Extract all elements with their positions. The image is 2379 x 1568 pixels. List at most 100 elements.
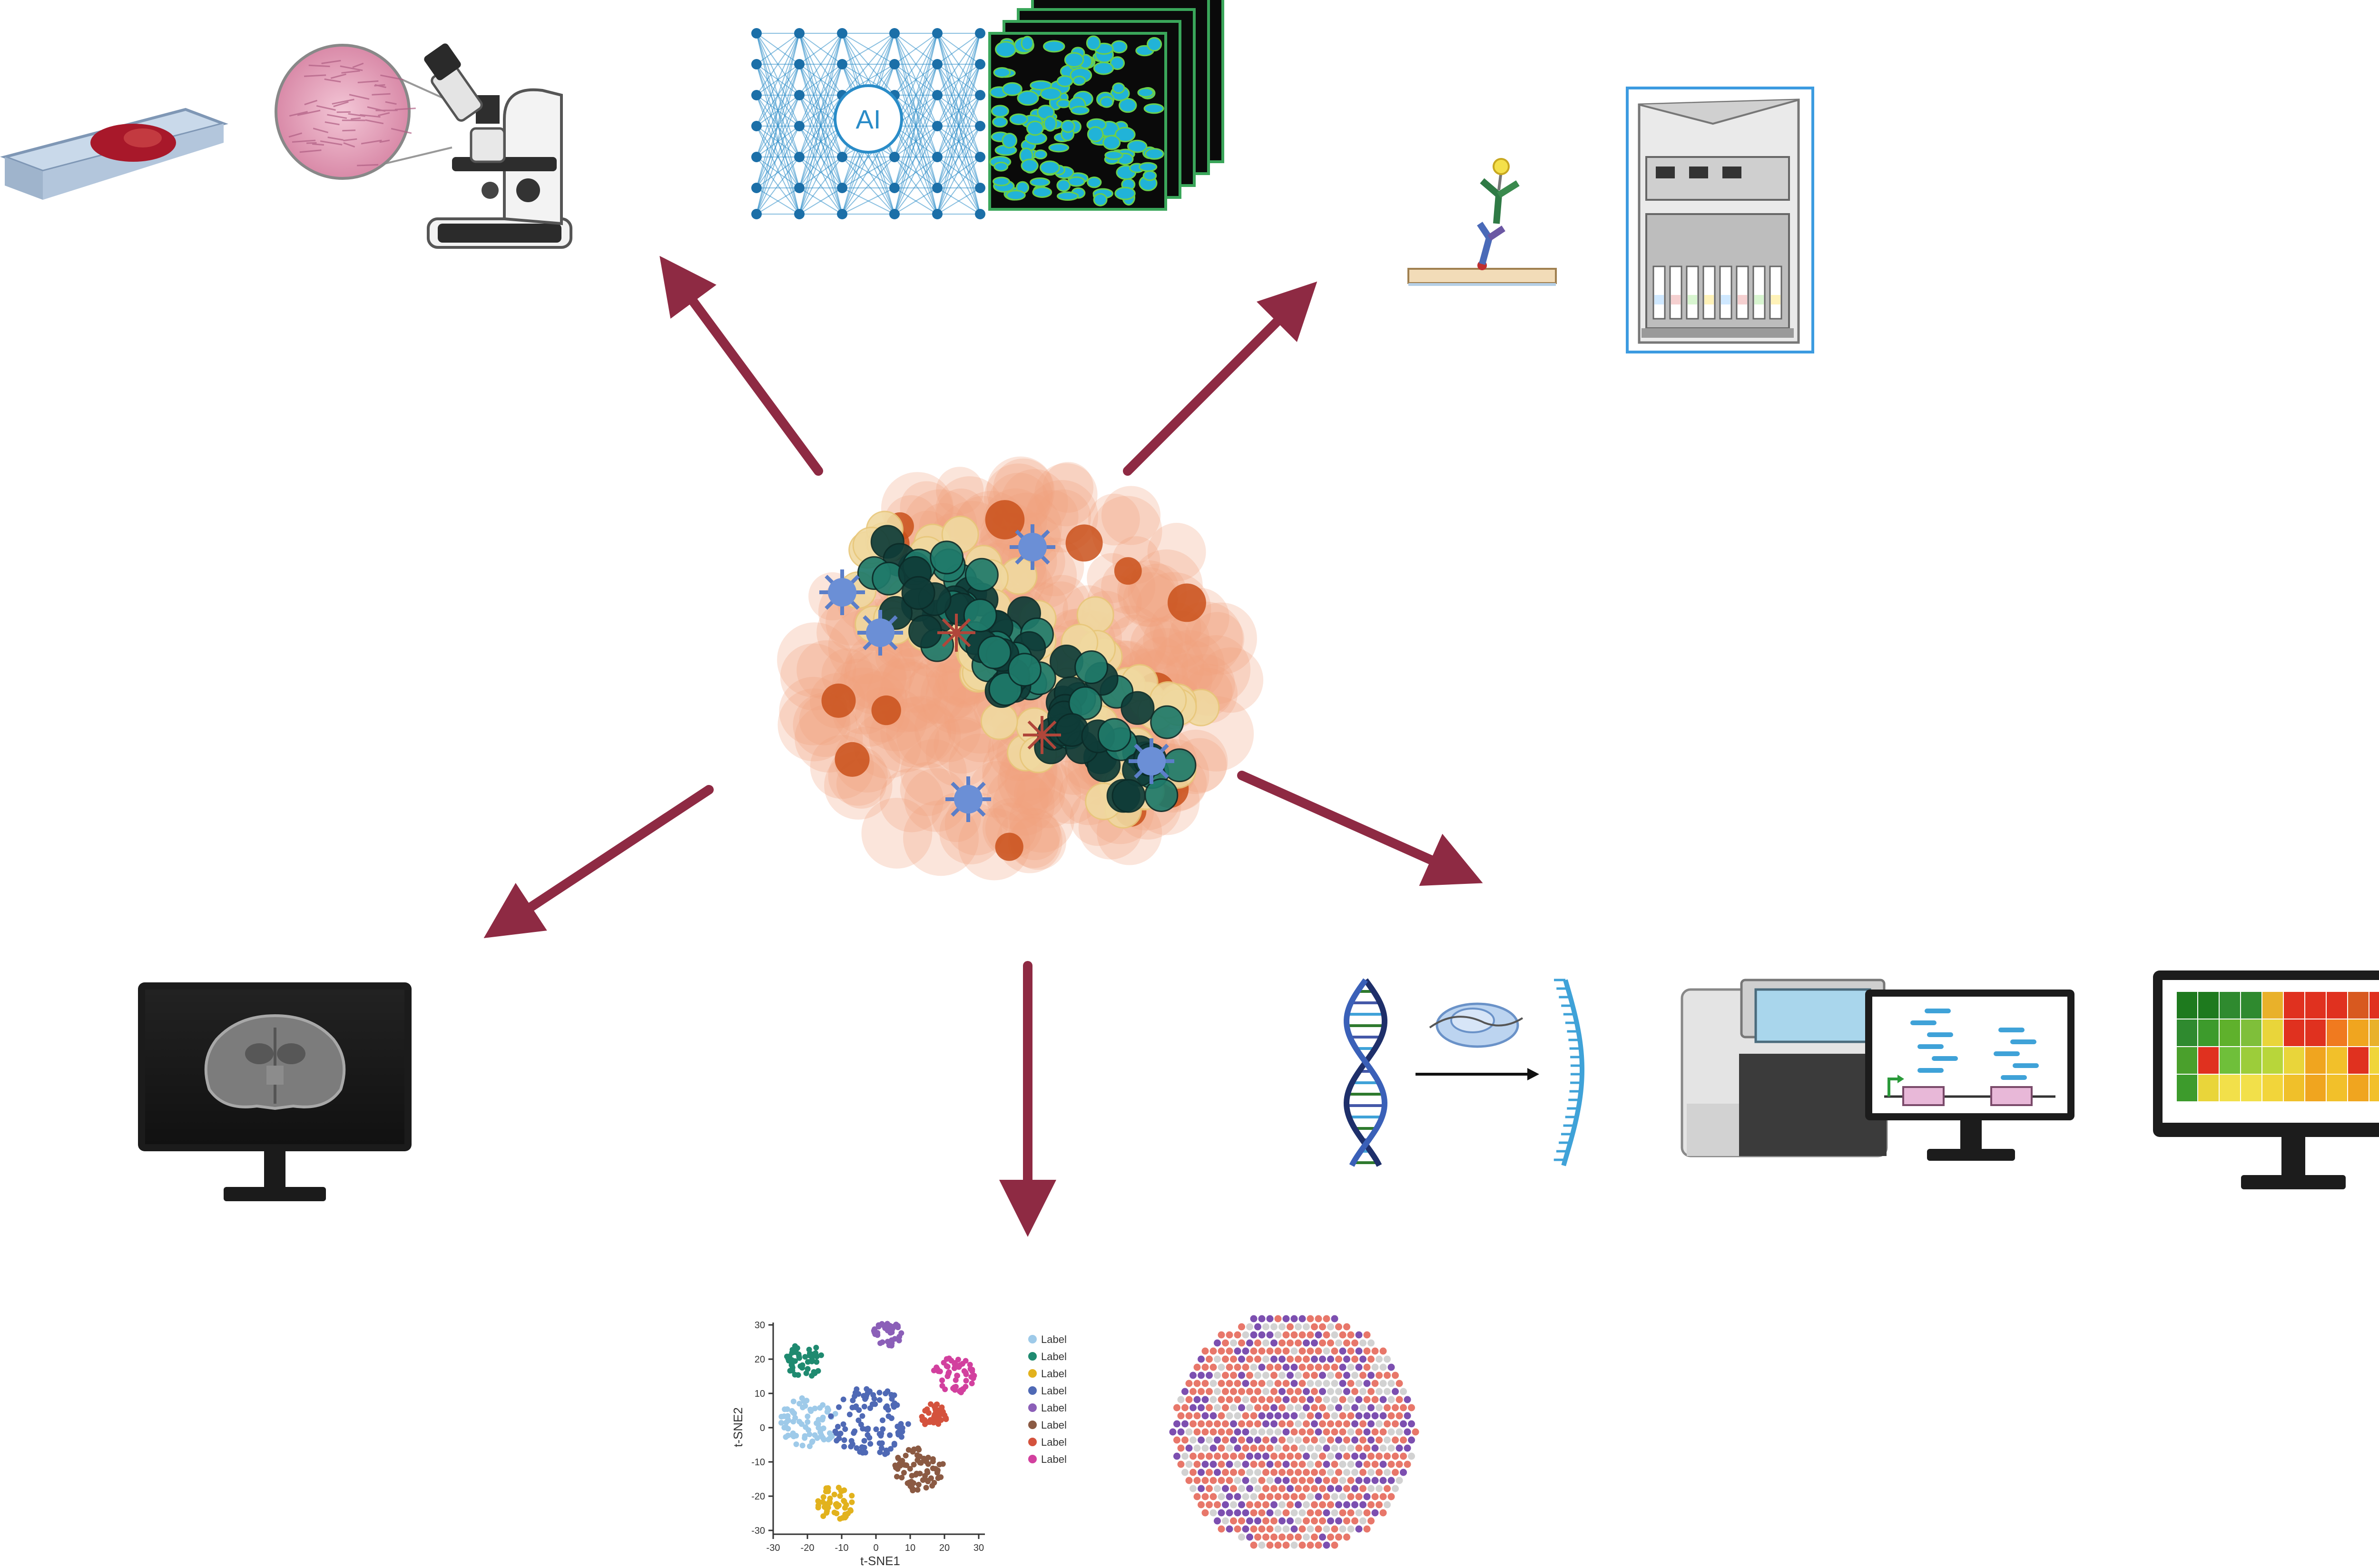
tsne-point	[848, 1438, 855, 1444]
spatial-spot	[1335, 1501, 1342, 1509]
spatial-spot	[1242, 1460, 1249, 1468]
heatmap-cell	[2177, 1075, 2197, 1101]
network-node	[751, 183, 762, 193]
spatial-spot	[1347, 1444, 1355, 1452]
spatial-spot	[1201, 1380, 1209, 1387]
spatial-spot	[1355, 1396, 1363, 1403]
spatial-spot	[1327, 1323, 1334, 1331]
tsne-point	[778, 1420, 784, 1426]
arrow-to-sequencing	[1237, 771, 1483, 886]
tsne-point	[789, 1364, 796, 1371]
spatial-spot	[1254, 1469, 1261, 1476]
spatial-spot	[1250, 1541, 1258, 1549]
spatial-spot	[1278, 1436, 1286, 1444]
reagent-bottle	[1669, 265, 1682, 320]
tsne-point	[952, 1387, 958, 1393]
spatial-spot	[1238, 1452, 1245, 1460]
spatial-spot	[1295, 1388, 1302, 1395]
spatial-spot	[1190, 1404, 1197, 1411]
spatial-spot	[1355, 1412, 1363, 1420]
spatial-spot	[1359, 1517, 1366, 1525]
spatial-spot	[1234, 1331, 1241, 1339]
tsne-point	[832, 1411, 838, 1417]
spatial-spot	[1351, 1372, 1358, 1379]
spatial-spot	[1351, 1436, 1358, 1444]
spatial-spot	[1371, 1380, 1379, 1387]
spatial-spot	[1198, 1501, 1205, 1509]
spatial-spot	[1351, 1420, 1358, 1428]
spatial-spot	[1258, 1412, 1266, 1420]
spatial-spot	[1181, 1388, 1189, 1395]
sequence-read	[1925, 1009, 1951, 1013]
spatial-spot	[1315, 1428, 1322, 1436]
spatial-spot	[1234, 1380, 1241, 1387]
spatial-spot	[1351, 1501, 1358, 1509]
spatial-spot	[1254, 1436, 1261, 1444]
tsne-point	[854, 1386, 860, 1392]
spatial-spot	[1295, 1355, 1302, 1363]
spatial-spot	[1387, 1396, 1395, 1403]
tsne-point	[954, 1372, 961, 1379]
spatial-spot	[1287, 1388, 1294, 1395]
heatmap-cell	[2305, 1019, 2326, 1046]
spatial-spot	[1371, 1444, 1379, 1452]
spatial-spot	[1290, 1363, 1298, 1371]
tumor-cell	[1190, 612, 1245, 666]
spatial-spot	[1250, 1347, 1258, 1355]
spatial-spot	[1327, 1420, 1334, 1428]
spatial-spot	[1335, 1436, 1342, 1444]
spatial-spot	[1298, 1380, 1306, 1387]
tsne-point	[859, 1413, 865, 1419]
tumor-cell	[934, 716, 991, 774]
tumor-cell	[939, 801, 1003, 864]
tsne-point	[855, 1417, 862, 1423]
spatial-spot	[1246, 1517, 1253, 1525]
spatial-spot	[1287, 1485, 1294, 1492]
spatial-spot	[1193, 1460, 1201, 1468]
spatial-spot	[1238, 1485, 1245, 1492]
spatial-spot	[1262, 1501, 1269, 1509]
spatial-spot	[1185, 1460, 1193, 1468]
spatial-spot	[1234, 1412, 1241, 1420]
spatial-spot	[1222, 1420, 1229, 1428]
spatial-spot	[1359, 1485, 1366, 1492]
spatial-spot	[1226, 1428, 1233, 1436]
spatial-spot	[1278, 1372, 1286, 1379]
spatial-spot	[1198, 1404, 1205, 1411]
tumor-cell	[1038, 760, 1102, 824]
legend-marker	[1028, 1421, 1037, 1429]
spatial-spot	[1238, 1420, 1245, 1428]
spatial-spot	[1282, 1315, 1290, 1323]
tsne-point	[823, 1485, 829, 1491]
spatial-spot	[1230, 1452, 1237, 1460]
spatial-spot	[1408, 1404, 1415, 1411]
spatial-spot	[1234, 1509, 1241, 1517]
spatial-spot	[1359, 1404, 1366, 1411]
spatial-spot	[1376, 1469, 1383, 1476]
tsne-point	[894, 1473, 900, 1480]
tsne-point	[839, 1488, 845, 1494]
tsne-point	[799, 1442, 806, 1449]
spatial-spot	[1254, 1452, 1261, 1460]
spatial-spot	[1266, 1493, 1274, 1500]
tsne-point	[834, 1438, 840, 1444]
spatial-spot	[1226, 1363, 1233, 1371]
tsne-point	[883, 1447, 889, 1453]
arrow-to-ihc	[1123, 281, 1317, 476]
tsne-point	[812, 1370, 818, 1376]
spatial-spot	[1351, 1517, 1358, 1525]
spatial-spot	[1250, 1380, 1258, 1387]
spatial-spot-map	[1169, 1315, 1419, 1549]
tsne-point	[824, 1409, 830, 1415]
immune-cell	[945, 776, 991, 822]
tsne-point	[854, 1445, 860, 1451]
spatial-spot	[1181, 1436, 1189, 1444]
spatial-spot	[1343, 1339, 1350, 1347]
spatial-spot	[1323, 1460, 1330, 1468]
tumor-cell	[854, 711, 922, 779]
spatial-spot	[1400, 1420, 1407, 1428]
spatial-spot	[1319, 1452, 1326, 1460]
spatial-spot	[1266, 1347, 1274, 1355]
spatial-spot	[1363, 1347, 1371, 1355]
